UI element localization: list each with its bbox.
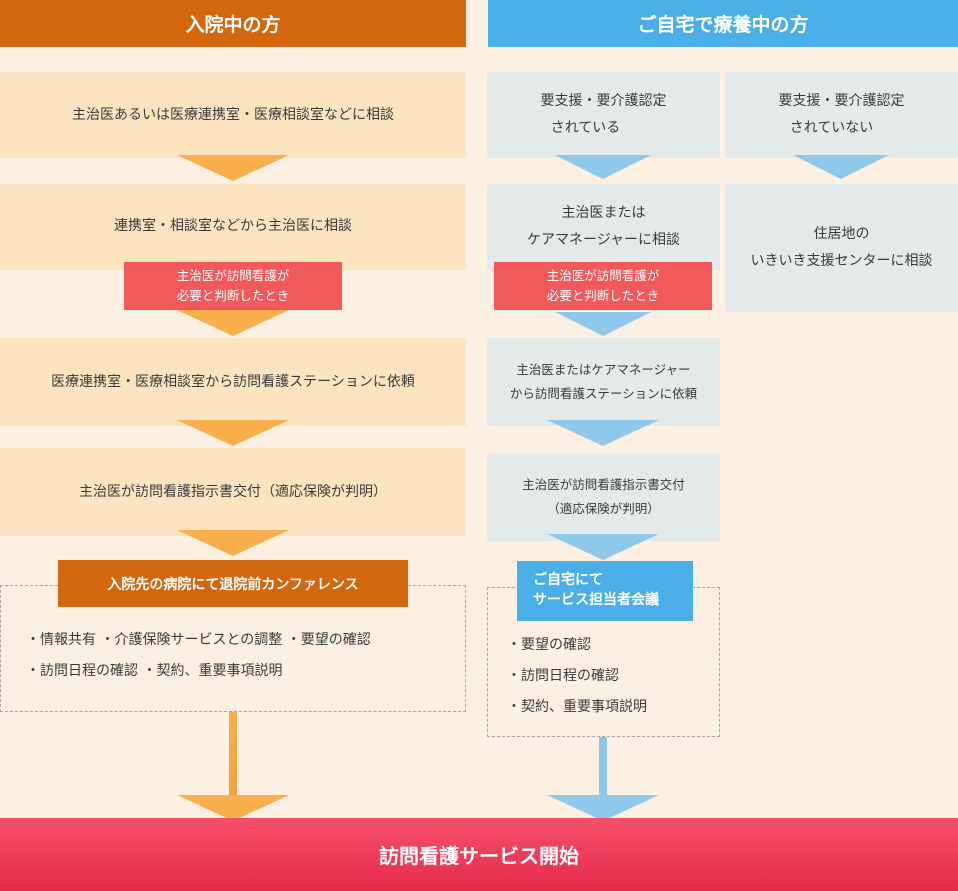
instruction-line2: （適応保険が判明） bbox=[547, 501, 660, 516]
left-step4-text: 主治医が訪問看護指示書交付（適応保険が判明） bbox=[79, 483, 387, 500]
left-connector-line bbox=[229, 712, 237, 798]
right-arrow-4 bbox=[547, 534, 659, 560]
left-badge-line2: 必要と判断したとき bbox=[176, 288, 290, 303]
right-arrow-1b bbox=[793, 155, 889, 179]
right-bullet-list: ・要望の確認 ・訪問日程の確認 ・契約、重要事項説明 bbox=[507, 630, 647, 722]
left-arrow-2 bbox=[177, 310, 289, 336]
consult-line1: 主治医または bbox=[561, 205, 646, 222]
instruction-line1: 主治医が訪問看護指示書交付 bbox=[522, 477, 685, 493]
service-start-text: 訪問看護サービス開始 bbox=[379, 844, 579, 868]
left-step3-box: 医療連携室・医療相談室から訪問看護ステーションに依頼 bbox=[0, 338, 466, 426]
left-conference-label: 入院先の病院にて退院前カンファレンス bbox=[58, 560, 408, 607]
left-step2-text: 連携室・相談室などから主治医に相談 bbox=[114, 217, 352, 234]
right-arrow-2 bbox=[555, 312, 651, 336]
left-arrow-1 bbox=[177, 155, 289, 181]
instruction-box: 主治医が訪問看護指示書交付 （適応保険が判明） bbox=[487, 453, 720, 541]
support-center-line2: いきいき支援センターに相談 bbox=[750, 253, 933, 269]
left-step2-box: 連携室・相談室などから主治医に相談 bbox=[0, 184, 466, 270]
request-line1: 主治医またはケアマネージャー bbox=[516, 362, 691, 378]
left-step1-box: 主治医あるいは医療連携室・医療相談室などに相談 bbox=[0, 72, 466, 158]
left-bullet-2: ・訪問日程の確認 ・契約、重要事項説明 bbox=[26, 662, 283, 679]
right-arrow-3 bbox=[547, 420, 659, 446]
left-step3-text: 医療連携室・医療相談室から訪問看護ステーションに依頼 bbox=[51, 373, 415, 390]
request-line2: から訪問看護ステーションに依頼 bbox=[509, 386, 698, 401]
left-bullet-list: ・情報共有 ・介護保険サービスとの調整 ・要望の確認 ・訪問日程の確認 ・契約、… bbox=[26, 625, 371, 687]
right-bullet-1: ・要望の確認 bbox=[507, 637, 591, 653]
consult-box: 主治医または ケアマネージャーに相談 bbox=[487, 184, 720, 270]
support-center-line1: 住居地の bbox=[813, 226, 870, 243]
uncertified-line2: されていない bbox=[789, 120, 874, 136]
uncertified-box: 要支援・要介護認定 されていない bbox=[725, 72, 958, 158]
right-arrow-1 bbox=[555, 155, 651, 179]
left-arrow-3 bbox=[177, 420, 289, 446]
right-badge-line1: 主治医が訪問看護が bbox=[546, 268, 660, 283]
support-center-box: 住居地の いきいき支援センターに相談 bbox=[725, 184, 958, 312]
left-step1-text: 主治医あるいは医療連携室・医療相談室などに相談 bbox=[72, 106, 394, 123]
right-connector-line bbox=[599, 737, 607, 798]
certified-line1: 要支援・要介護認定 bbox=[540, 93, 667, 110]
right-arrow-final bbox=[547, 795, 659, 821]
left-step4-box: 主治医が訪問看護指示書交付（適応保険が判明） bbox=[0, 448, 466, 536]
right-bullet-2: ・訪問日程の確認 bbox=[507, 667, 619, 684]
inpatient-header: 入院中の方 bbox=[0, 0, 466, 47]
left-arrow-4 bbox=[177, 530, 289, 556]
request-box: 主治医またはケアマネージャー から訪問看護ステーションに依頼 bbox=[487, 338, 720, 426]
left-badge-line1: 主治医が訪問看護が bbox=[176, 268, 290, 283]
home-care-header: ご自宅で療養中の方 bbox=[488, 0, 958, 47]
right-badge-line2: 必要と判断したとき bbox=[546, 288, 660, 303]
left-arrow-final bbox=[177, 795, 289, 821]
home-meeting-line2: サービス担当者会議 bbox=[533, 592, 659, 608]
left-bullet-1: ・情報共有 ・介護保険サービスとの調整 ・要望の確認 bbox=[26, 632, 371, 648]
right-bullet-3: ・契約、重要事項説明 bbox=[507, 698, 647, 715]
left-doctor-decision-badge: 主治医が訪問看護が 必要と判断したとき bbox=[124, 262, 342, 310]
home-meeting-line1: ご自宅にて bbox=[533, 572, 603, 589]
certified-line2: されている bbox=[550, 120, 621, 136]
consult-line2: ケアマネージャーに相談 bbox=[526, 232, 681, 248]
left-conference-text: 入院先の病院にて退院前カンファレンス bbox=[107, 576, 359, 593]
right-doctor-decision-badge: 主治医が訪問看護が 必要と判断したとき bbox=[494, 262, 712, 310]
service-start-banner: 訪問看護サービス開始 bbox=[0, 818, 958, 891]
home-meeting-label: ご自宅にて サービス担当者会議 bbox=[517, 561, 693, 621]
uncertified-line1: 要支援・要介護認定 bbox=[778, 93, 905, 110]
certified-box: 要支援・要介護認定 されている bbox=[487, 72, 720, 158]
